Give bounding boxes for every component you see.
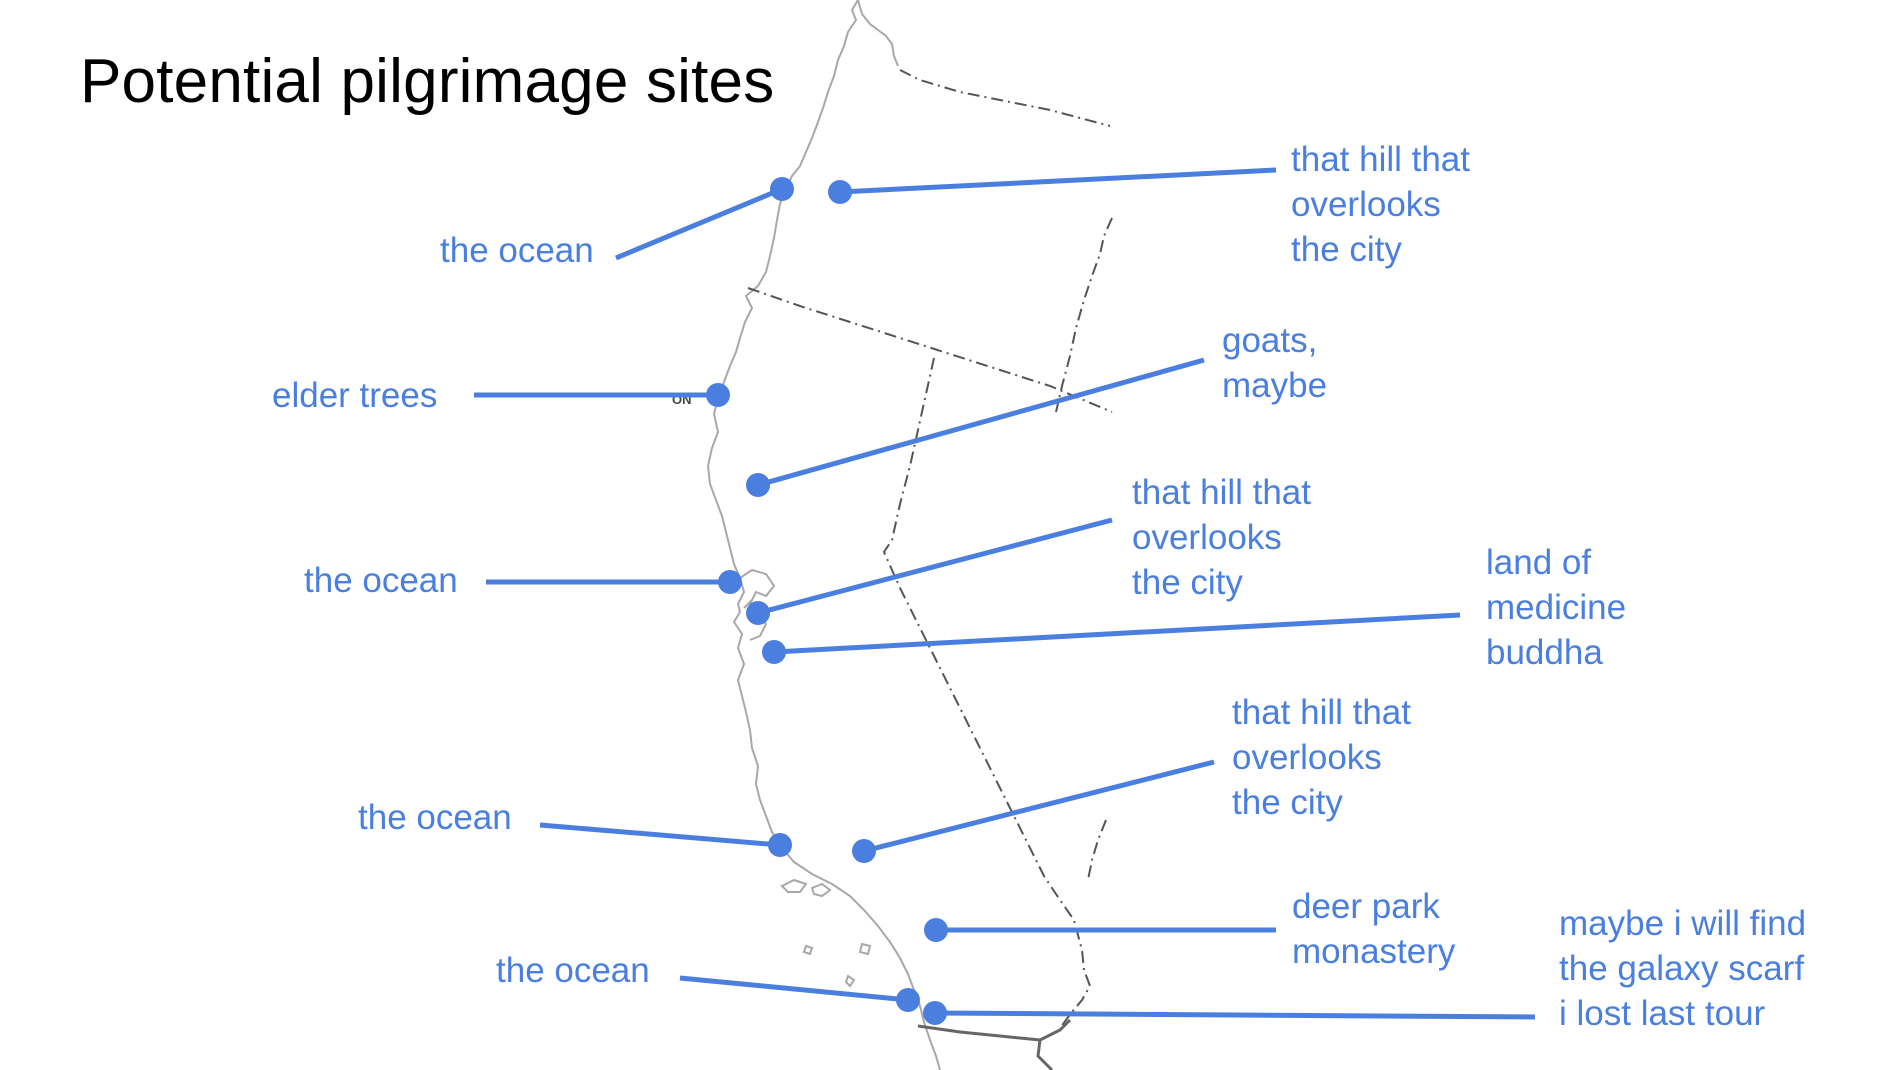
- site-label-line: the ocean: [440, 231, 594, 270]
- site-dot[interactable]: [762, 640, 786, 664]
- island: [858, 942, 872, 956]
- pilgrimage-site: maybe i will find the galaxy scarf i lost …: [923, 904, 1806, 1033]
- site-label-line: that hill that: [1232, 693, 1411, 732]
- site-label-line: that hill that: [1291, 140, 1470, 179]
- pilgrimage-site: the ocean: [496, 951, 920, 1012]
- site-dot[interactable]: [896, 988, 920, 1012]
- pilgrimage-site: the ocean: [358, 798, 792, 857]
- site-label-line: the ocean: [496, 951, 650, 990]
- pilgrimage-site: the ocean: [440, 177, 794, 270]
- mexico-border: [917, 1024, 1054, 1070]
- site-label: elder trees: [272, 376, 437, 415]
- site-label: that hill that overlooks the city: [1132, 473, 1311, 602]
- site-label: the ocean: [440, 231, 594, 270]
- page-title: Potential pilgrimage sites: [80, 47, 775, 116]
- site-label-line: goats,: [1222, 321, 1317, 360]
- site-label-line: buddha: [1486, 633, 1603, 672]
- site-label-line: i lost last tour: [1559, 994, 1766, 1033]
- site-connector-line: [757, 357, 1205, 488]
- site-label-line: the city: [1132, 563, 1243, 602]
- island: [810, 882, 832, 898]
- site-label-line: monastery: [1292, 932, 1456, 971]
- sites-layer: the ocean that hill that overlooks the city…: [272, 140, 1806, 1033]
- island: [802, 944, 814, 956]
- site-connector-line: [773, 612, 1461, 655]
- site-label-line: deer park: [1292, 887, 1440, 926]
- site-connector-line: [679, 975, 909, 1003]
- site-label: the ocean: [496, 951, 650, 990]
- site-dot[interactable]: [924, 918, 948, 942]
- site-dot[interactable]: [770, 177, 794, 201]
- island: [844, 974, 856, 988]
- island: [780, 878, 808, 893]
- site-connector-line: [615, 186, 783, 261]
- site-label: maybe i will find the galaxy scarf i lost …: [1559, 904, 1806, 1033]
- site-label-line: maybe i will find: [1559, 904, 1806, 943]
- north-detail: [857, 0, 899, 67]
- site-label-line: maybe: [1222, 366, 1327, 405]
- site-label: that hill that overlooks the city: [1291, 140, 1470, 269]
- site-label-line: the city: [1232, 783, 1343, 822]
- site-dot[interactable]: [746, 473, 770, 497]
- pilgrimage-site: that hill that overlooks the city: [828, 140, 1470, 269]
- mexico-border: [1039, 1018, 1072, 1042]
- site-connector-line: [863, 759, 1215, 854]
- site-dot[interactable]: [923, 1001, 947, 1025]
- site-dot[interactable]: [746, 601, 770, 625]
- site-label-line: land of: [1486, 543, 1591, 582]
- coastline: [706, 0, 941, 1070]
- site-label-line: that hill that: [1132, 473, 1311, 512]
- pilgrimage-site: elder trees: [272, 376, 730, 415]
- bay-detail: [739, 568, 776, 641]
- site-connector-line: [839, 167, 1277, 195]
- site-label: land of medicine buddha: [1486, 543, 1626, 672]
- pilgrimage-site: deer park monastery: [924, 887, 1456, 971]
- pilgrimage-site: land of medicine buddha: [762, 543, 1626, 672]
- pilgrimage-site: that hill that overlooks the city: [852, 693, 1411, 863]
- site-dot[interactable]: [852, 839, 876, 863]
- pilgrimage-site: the ocean: [304, 561, 742, 600]
- site-dot[interactable]: [828, 180, 852, 204]
- site-label-line: the ocean: [304, 561, 458, 600]
- pilgrimage-site: goats, maybe: [746, 321, 1327, 497]
- site-connector-line: [934, 1010, 1536, 1020]
- site-label-line: overlooks: [1291, 185, 1441, 224]
- site-label-line: the city: [1291, 230, 1402, 269]
- site-label-line: overlooks: [1132, 518, 1282, 557]
- site-label-line: the ocean: [358, 798, 512, 837]
- pilgrimage-site: that hill that overlooks the city: [746, 473, 1311, 625]
- site-connector-line: [757, 517, 1113, 616]
- site-label-line: elder trees: [272, 376, 437, 415]
- site-label-line: overlooks: [1232, 738, 1382, 777]
- site-label: that hill that overlooks the city: [1232, 693, 1411, 822]
- site-dot[interactable]: [706, 383, 730, 407]
- site-label: deer park monastery: [1292, 887, 1456, 971]
- site-label: the ocean: [304, 561, 458, 600]
- state-borders: [747, 69, 1113, 1029]
- site-dot[interactable]: [768, 833, 792, 857]
- site-label-line: the galaxy scarf: [1559, 949, 1804, 988]
- site-label: the ocean: [358, 798, 512, 837]
- site-label-line: medicine: [1486, 588, 1626, 627]
- site-label: goats, maybe: [1222, 321, 1327, 405]
- site-dot[interactable]: [718, 570, 742, 594]
- site-connector-line: [539, 822, 781, 848]
